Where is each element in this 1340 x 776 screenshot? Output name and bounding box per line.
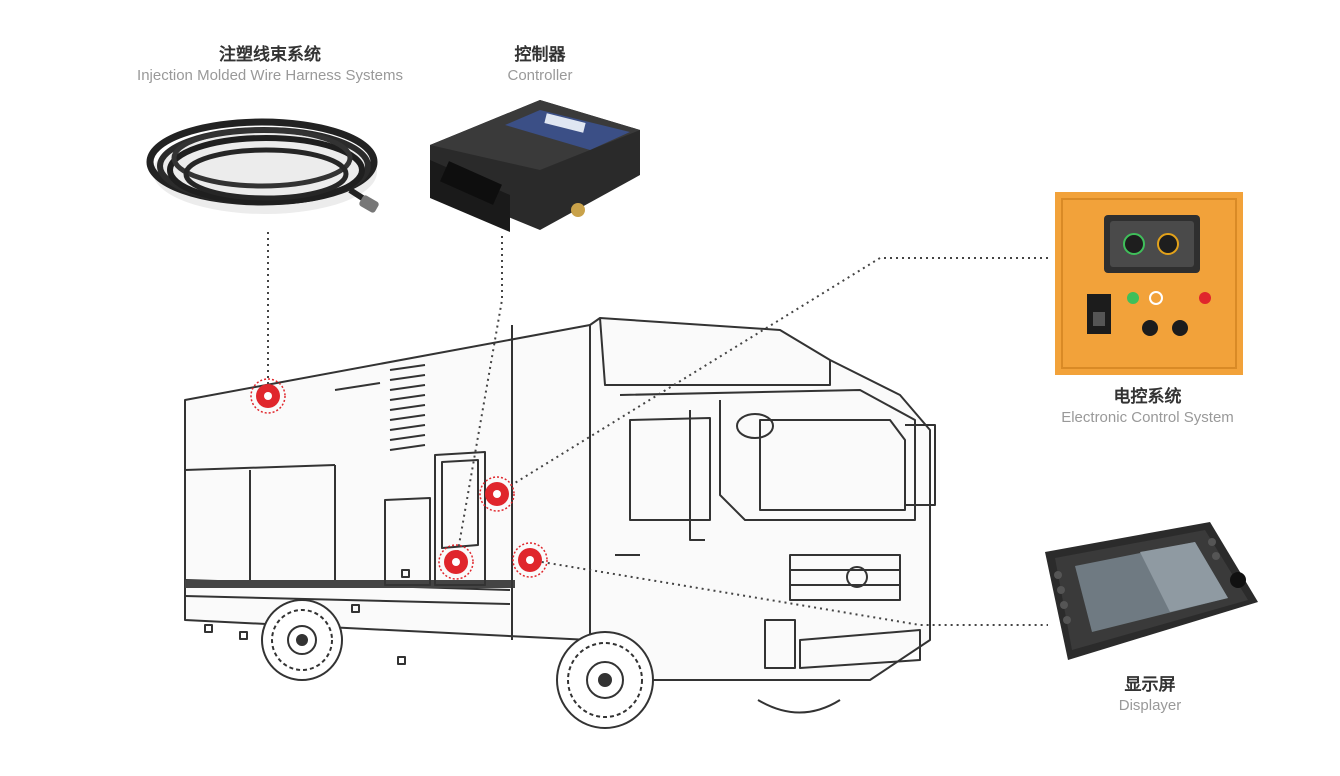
hotspot-ecs-marker[interactable] [479, 476, 515, 512]
ecs-panel-image [1055, 192, 1243, 375]
connector-controller [455, 236, 503, 563]
front-wheel [556, 631, 654, 729]
ecs-title-zh: 电控系统 [1113, 387, 1182, 407]
harness-title-zh: 注塑线束系统 [219, 45, 321, 65]
connector-lines [267, 232, 1048, 626]
display-title-zh: 显示屏 [1124, 675, 1176, 695]
rear-wheel [261, 599, 343, 681]
label-ecs: 电控系统 Electronic Control System [1020, 386, 1275, 428]
harness-title-en: Injection Molded Wire Harness Systems [137, 67, 403, 84]
display-image [1045, 522, 1258, 660]
label-harness: 注塑线束系统 Injection Molded Wire Harness Sys… [80, 44, 460, 86]
hotspot-controller-marker[interactable] [438, 544, 474, 580]
display-title-en: Displayer [1118, 697, 1182, 714]
controller-title-zh: 控制器 [514, 45, 566, 65]
hotspot-harness-marker[interactable] [250, 378, 286, 414]
ecs-title-en: Electronic Control System [1061, 409, 1234, 426]
label-display: 显示屏 Displayer [1080, 674, 1220, 716]
controller-title-en: Controller [507, 67, 573, 84]
truck-illustration [184, 317, 936, 729]
label-controller: 控制器 Controller [470, 44, 610, 86]
connector-ecs [496, 257, 1048, 495]
wire-harness-image [146, 118, 379, 214]
connector-display [529, 559, 1048, 626]
hotspot-display-marker[interactable] [512, 542, 548, 578]
controller-image [430, 100, 640, 232]
